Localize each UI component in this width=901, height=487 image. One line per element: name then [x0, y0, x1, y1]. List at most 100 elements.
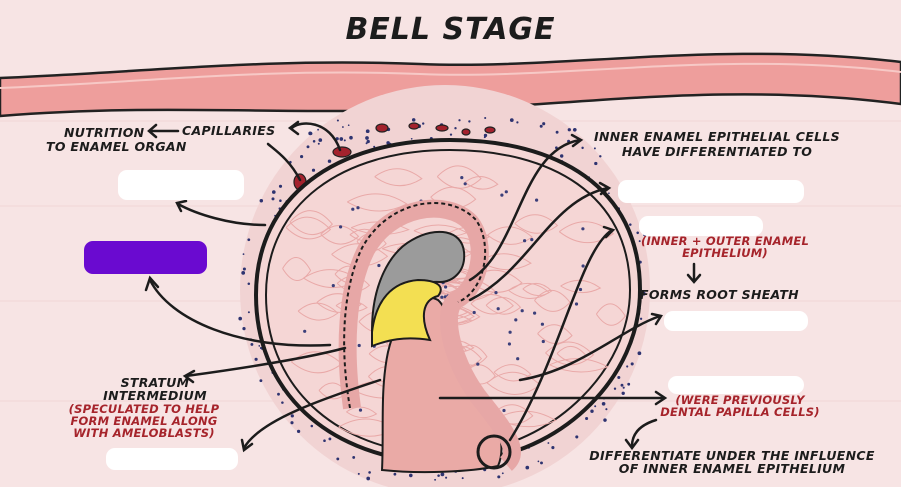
follicle-cell-dot: [449, 133, 453, 136]
reticulum-cell: [470, 293, 514, 315]
arrow-root-sheath-head: [686, 273, 702, 284]
follicle-cell-dot: [537, 460, 540, 463]
hidden-label-odontoblasts[interactable]: [668, 376, 804, 394]
follicle-cell-dot: [290, 421, 294, 425]
diagram-title: BELL STAGE: [345, 12, 556, 47]
reticulum-nucleus: [494, 291, 498, 295]
arrow-right-mid: [518, 314, 662, 382]
reticulum-cell: [595, 303, 626, 326]
cervical-loop: [476, 434, 512, 470]
arrow-stratum: [184, 346, 347, 378]
arrow-capillaries-2: [266, 142, 302, 182]
reticulum-cell: [514, 214, 559, 234]
follicle-cell-dot: [547, 442, 550, 444]
reticulum-nucleus: [440, 295, 444, 299]
follicle-cell-dot: [593, 147, 596, 150]
follicle-cell-dot: [497, 475, 501, 479]
reticulum-nucleus: [500, 193, 504, 197]
follicle-cell-dot: [271, 197, 275, 201]
reticulum-cell: [316, 293, 362, 313]
dentin-layer: [371, 278, 442, 348]
reticulum-cell: [436, 165, 482, 189]
follicle-cell-dot: [349, 135, 353, 140]
follicle-cell-dot: [594, 405, 597, 408]
follicle-cell-dot: [281, 401, 284, 404]
follicle-cell-dot: [440, 472, 445, 477]
label-nutrition: NUTRITION: [64, 125, 145, 140]
arrow-iee-oee: [508, 228, 614, 442]
reticulum-cell: [487, 226, 533, 245]
follicle-cell-dot: [613, 387, 617, 390]
follicle-cell-dot: [365, 142, 368, 145]
label-intermedium: INTERMEDIUM: [103, 388, 207, 403]
reticulum-nucleus: [581, 264, 585, 268]
follicle-cell-dot: [501, 472, 504, 475]
reticulum-nucleus: [523, 239, 527, 243]
follicle-cell-dot: [323, 439, 326, 443]
follicle-cell-dot: [339, 137, 344, 141]
follicle-cell-dot: [555, 130, 559, 134]
reticulum-nucleus: [514, 318, 518, 322]
hidden-label-ameloblasts[interactable]: [618, 180, 804, 203]
reticulum-cell: [285, 216, 332, 240]
label-were-previously-2: DENTAL PAPILLA CELLS): [660, 405, 820, 419]
follicle-cell-dot: [278, 184, 283, 188]
ameloblast-scallop-outer: [343, 202, 487, 409]
reticulum-nucleus: [357, 343, 361, 348]
hidden-label-right-mid[interactable]: [664, 311, 808, 331]
reticulum-cell: [320, 225, 360, 245]
arrow-bottom-left-head: [240, 438, 254, 453]
arrow-differentiate-head: [624, 438, 640, 451]
follicle-cell-dot: [483, 133, 488, 138]
label-inner-enamel-1: INNER ENAMEL EPITHELIAL CELLS: [594, 129, 840, 144]
follicle-cell-dot: [352, 455, 356, 459]
reticulum-cell: [522, 282, 553, 297]
hidden-label-outer-enamel-epithelium[interactable]: [118, 170, 244, 200]
reticulum-cell: [549, 358, 609, 373]
follicle-cell-dot: [277, 392, 280, 396]
follicle-cell-dot: [603, 418, 607, 422]
follicle-cell-dot: [247, 282, 251, 286]
follicle-cell-dot: [408, 473, 413, 478]
follicle-cell-dot: [238, 316, 243, 321]
arrow-nutrition-head: [147, 123, 158, 139]
hidden-label-bottom-left[interactable]: [106, 448, 238, 470]
follicle-cell-dot: [306, 145, 310, 149]
arrow-capillaries-head: [287, 120, 300, 136]
reticulum-cell: [297, 302, 339, 321]
follicle-cell-dot: [328, 437, 332, 441]
follicle-cell-dot: [242, 253, 245, 256]
hidden-label-purple-highlight[interactable]: [84, 241, 207, 274]
follicle-cell-dot: [594, 161, 598, 166]
follicle-cell-dot: [516, 121, 519, 124]
hidden-label-hertwig-sheath[interactable]: [639, 216, 763, 236]
reticulum-cell: [545, 341, 595, 366]
follicle-cell-dot: [327, 159, 332, 163]
follicle-cell-dot: [575, 435, 579, 439]
reticulum-nucleus: [303, 329, 307, 333]
reticulum-nucleus: [578, 287, 583, 292]
follicle-cell-dot: [539, 124, 543, 128]
follicle-cell-dot: [247, 238, 251, 242]
label-stratum: STRATUM: [120, 375, 190, 390]
label-inner-outer-1: (INNER + OUTER ENAMEL: [640, 234, 810, 248]
follicle-cell-dot: [422, 122, 425, 125]
follicle-cell-dot: [454, 127, 457, 130]
reticulum-cell: [346, 406, 378, 419]
reticulum-nucleus: [472, 310, 476, 315]
follicle-cell-dot: [310, 424, 314, 428]
reticulum-cell: [374, 168, 423, 187]
follicle-cell-dot: [567, 128, 571, 132]
reticulum-cell: [485, 296, 522, 315]
label-inner-enamel-2: HAVE DIFFERENTIATED TO: [621, 144, 813, 159]
follicle-cell-dot: [290, 414, 294, 418]
arrow-capillaries: [290, 122, 342, 152]
follicle-cell-dot: [318, 138, 323, 142]
label-speculated-1: (SPECULATED TO HELP: [68, 402, 220, 416]
follicle-cell-dot: [608, 192, 610, 195]
reticulum-nucleus: [339, 225, 343, 229]
follicle-cell-dot: [461, 477, 464, 480]
arrow-inner-enamel: [468, 138, 582, 282]
follicle-cell-dot: [242, 326, 246, 331]
arrow-right-mid-head: [650, 312, 663, 326]
